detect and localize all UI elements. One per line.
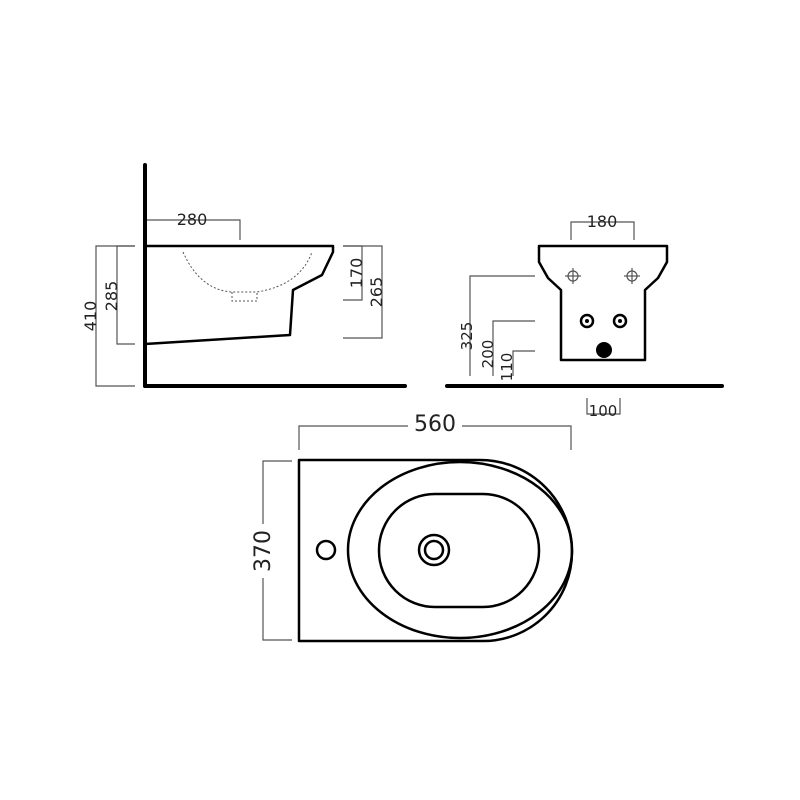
drain-outer-icon	[417, 533, 451, 567]
dim-110-line	[512, 350, 535, 376]
dim-265-label: 265	[367, 277, 386, 308]
dim-285-label: 285	[102, 281, 121, 312]
dim-200-line	[492, 320, 535, 376]
dim-180-label: 180	[587, 212, 618, 231]
dim-285-line	[116, 245, 135, 345]
dim-325-line	[469, 275, 535, 376]
dim-100-label: 100	[589, 402, 618, 420]
dim-560-label: 560	[414, 412, 456, 437]
side-view-drain-hidden	[231, 292, 258, 302]
dim-410-line	[95, 245, 135, 387]
fixing-point-left-icon	[565, 268, 581, 284]
dim-100-line	[586, 398, 621, 415]
waste-outlet-icon	[596, 342, 612, 358]
top-view: 560 370	[248, 408, 574, 643]
side-view-bidet-profile	[144, 244, 335, 346]
drain-inner-icon	[423, 539, 445, 561]
inlet-left-icon	[579, 313, 595, 329]
dim-280-line	[147, 219, 241, 240]
fixing-point-right-icon	[624, 268, 640, 284]
dim-110-label: 110	[498, 353, 516, 382]
top-view-bowl	[377, 492, 541, 609]
dim-170-label: 170	[347, 258, 366, 289]
dim-370-label-bg	[248, 524, 276, 578]
dim-180-line	[570, 221, 635, 240]
dim-410-label: 410	[81, 301, 100, 332]
front-view-bidet-profile	[537, 244, 669, 362]
top-view-outline	[297, 458, 574, 643]
dim-560-label-bg	[408, 408, 462, 434]
side-view-bowl-hidden	[182, 251, 313, 293]
side-view: 280 410 285 170 265	[81, 163, 407, 388]
top-view-rim	[346, 460, 574, 640]
tap-hole-icon	[315, 539, 337, 561]
dim-370-label: 370	[251, 530, 276, 572]
dim-325-label: 325	[458, 322, 476, 351]
dim-280-label: 280	[177, 210, 208, 229]
dim-200-label: 200	[479, 340, 497, 369]
dim-265-line	[343, 245, 383, 339]
front-view: 180 325 200 110 100	[445, 212, 724, 420]
inlet-right-icon	[612, 313, 628, 329]
